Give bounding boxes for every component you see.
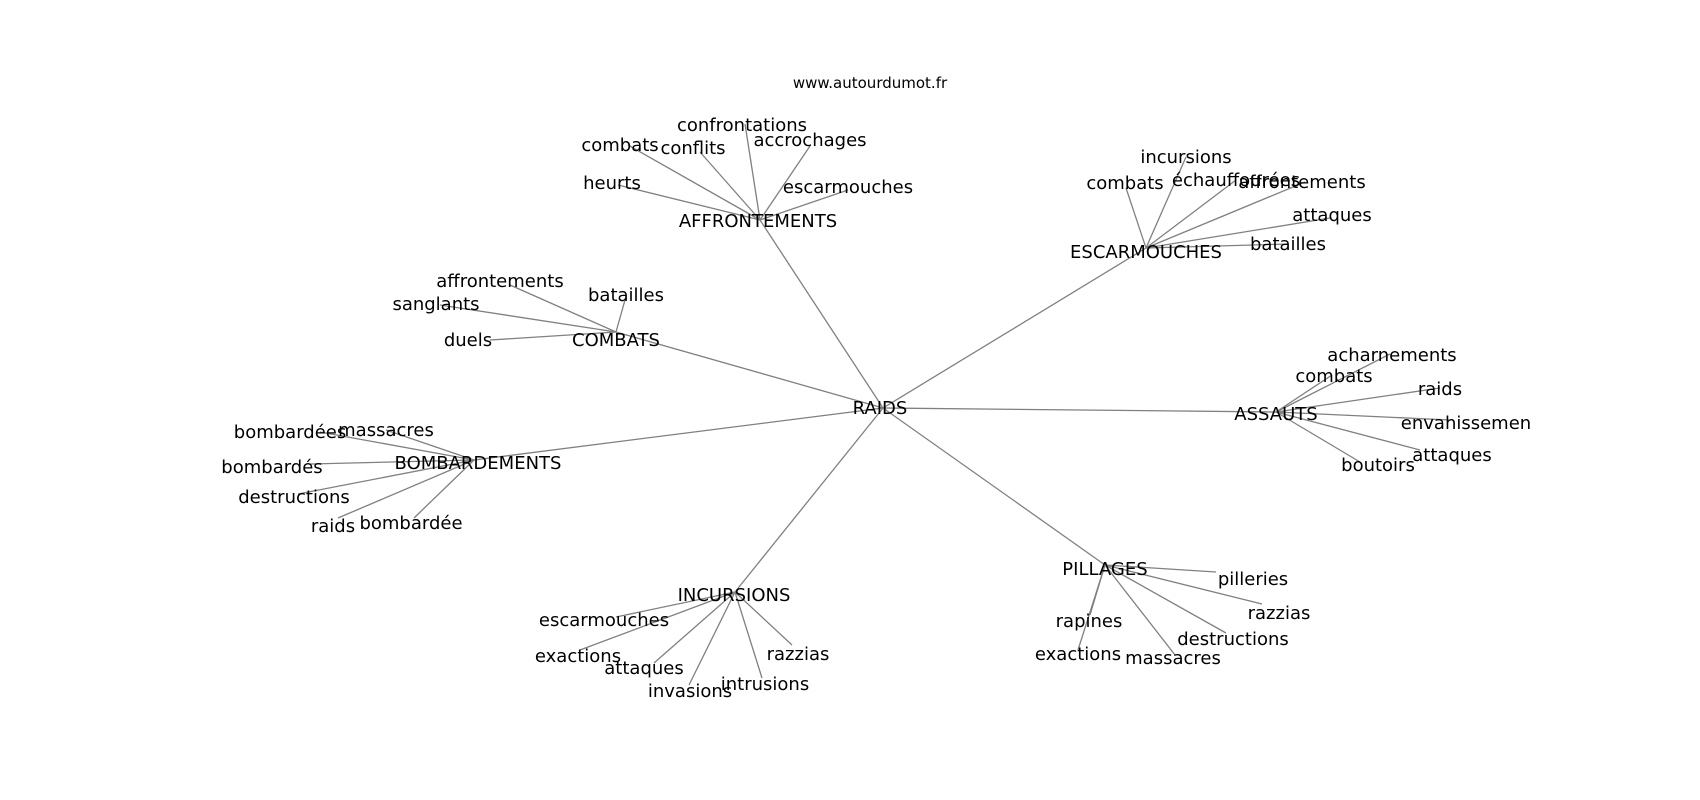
leaf-node[interactable]: échauffourées	[1172, 170, 1300, 191]
leaf-node[interactable]: conflits	[660, 138, 725, 159]
hub-node-combats[interactable]: COMBATS	[572, 330, 660, 351]
edge-affrontements-leaf	[627, 144, 761, 221]
leaf-node[interactable]: invasions	[648, 681, 732, 702]
leaf-node[interactable]: massacres	[1125, 648, 1221, 669]
edge-pillages-leaf	[1104, 564, 1227, 634]
edge-incursions-leaf	[688, 591, 736, 686]
edge-escarmouches-leaf	[1145, 181, 1306, 249]
leaf-node[interactable]: incursions	[1140, 147, 1231, 168]
hub-node-pillages[interactable]: PILLAGES	[1062, 559, 1147, 580]
leaf-node[interactable]: massacres	[338, 420, 434, 441]
leaf-node[interactable]: attaques	[1412, 445, 1491, 466]
edge-incursions-leaf	[734, 591, 793, 646]
edge-affrontements-leaf	[699, 151, 761, 221]
edge-center-to-bombardements	[473, 407, 884, 461]
leaf-node[interactable]: destructions	[238, 487, 350, 508]
leaf-node[interactable]: rapines	[1056, 611, 1123, 632]
edge-escarmouches-leaf	[1145, 217, 1331, 249]
edge-combats-leaf	[615, 299, 626, 333]
edge-escarmouches-leaf	[1145, 179, 1237, 249]
edge-incursions-leaf	[615, 591, 736, 618]
hub-node-escarmouches[interactable]: ESCARMOUCHES	[1070, 242, 1222, 263]
leaf-node[interactable]: attaques	[604, 658, 683, 679]
edge-escarmouches-leaf	[1125, 187, 1147, 249]
graph-labels: www.autourdumot.fr RAIDS AFFRONTEMENTS co…	[221, 74, 1531, 702]
edge-assauts-leaf	[1275, 411, 1421, 451]
edge-pillages-leaf	[1077, 564, 1106, 651]
edge-center-to-combats	[615, 331, 884, 409]
edge-escarmouches-leaf	[1145, 156, 1187, 249]
edge-center-to-assauts	[882, 407, 1277, 413]
leaf-node[interactable]: combats	[1086, 173, 1163, 194]
edge-combats-leaf	[489, 331, 617, 341]
leaf-node[interactable]: envahissemen	[1401, 413, 1531, 434]
edge-bombardements-leaf	[385, 429, 475, 461]
leaf-node[interactable]: combats	[581, 135, 658, 156]
edge-bombardements-leaf	[297, 459, 475, 495]
leaf-node[interactable]: pilleries	[1218, 569, 1288, 590]
edge-combats-leaf	[439, 304, 617, 333]
edge-bombardements-leaf	[319, 431, 475, 461]
leaf-node[interactable]: bombardés	[221, 457, 322, 478]
leaf-node[interactable]: confrontations	[677, 115, 807, 136]
edge-affrontements-leaf	[744, 123, 761, 221]
edge-incursions-leaf	[734, 591, 763, 679]
leaf-node[interactable]: sanglants	[392, 294, 479, 315]
edge-assauts-leaf	[1275, 411, 1361, 463]
leaf-node[interactable]: heurts	[583, 173, 641, 194]
leaf-node[interactable]: batailles	[1250, 234, 1326, 255]
edge-escarmouches-leaf	[1145, 243, 1289, 249]
source-credit[interactable]: www.autourdumot.fr	[793, 74, 948, 92]
edge-pillages-leaf	[1104, 564, 1176, 656]
edge-combats-leaf	[509, 284, 617, 333]
leaf-node[interactable]: raids	[1418, 379, 1462, 400]
leaf-node[interactable]: raids	[311, 516, 355, 537]
edge-incursions-leaf	[579, 591, 736, 651]
leaf-node[interactable]: razzias	[1248, 603, 1311, 624]
edge-affrontements-leaf	[759, 189, 849, 221]
edge-assauts-leaf	[1275, 411, 1451, 421]
edge-center-to-incursions	[734, 407, 884, 593]
leaf-node[interactable]: batailles	[588, 285, 664, 306]
leaf-node[interactable]: accrochages	[753, 130, 866, 151]
edge-assauts-leaf	[1275, 374, 1333, 413]
edge-bombardements-leaf	[413, 459, 475, 519]
leaf-node[interactable]: destructions	[1177, 629, 1289, 650]
hub-node-affrontements[interactable]: AFFRONTEMENTS	[679, 211, 837, 232]
edge-pillages-leaf	[1104, 564, 1263, 605]
hub-node-assauts[interactable]: ASSAUTS	[1234, 404, 1317, 425]
hub-node-incursions[interactable]: INCURSIONS	[678, 585, 791, 606]
leaf-node[interactable]: acharnements	[1327, 345, 1456, 366]
edge-affrontements-leaf	[759, 145, 811, 221]
leaf-node[interactable]: attaques	[1292, 205, 1371, 226]
hub-node-bombardements[interactable]: BOMBARDEMENTS	[395, 453, 562, 474]
edge-center-to-affrontements	[759, 219, 884, 409]
leaf-node[interactable]: bombardées	[234, 422, 346, 443]
leaf-node[interactable]: intrusions	[721, 674, 809, 695]
graph-edges	[297, 123, 1451, 686]
leaf-node[interactable]: exactions	[535, 646, 621, 667]
leaf-node[interactable]: affrontements	[1238, 172, 1365, 193]
edge-incursions-leaf	[653, 591, 736, 664]
edge-bombardements-leaf	[309, 459, 475, 465]
leaf-node[interactable]: exactions	[1035, 644, 1121, 665]
leaf-node[interactable]: razzias	[767, 644, 830, 665]
leaf-node[interactable]: escarmouches	[539, 610, 669, 631]
edge-assauts-leaf	[1275, 353, 1391, 413]
edge-center-to-escarmouches	[882, 247, 1147, 409]
leaf-node[interactable]: duels	[444, 330, 492, 351]
edge-center-to-pillages	[882, 407, 1106, 566]
center-node[interactable]: RAIDS	[853, 398, 908, 419]
edge-pillages-leaf	[1104, 564, 1217, 573]
leaf-node[interactable]: affrontements	[436, 271, 563, 292]
leaf-node[interactable]: bombardée	[359, 513, 462, 534]
edge-assauts-leaf	[1275, 387, 1441, 413]
edge-affrontements-leaf	[617, 184, 761, 221]
leaf-node[interactable]: escarmouches	[783, 177, 913, 198]
leaf-node[interactable]: combats	[1295, 366, 1372, 387]
edge-bombardements-leaf	[337, 459, 475, 519]
leaf-node[interactable]: boutoirs	[1341, 455, 1415, 476]
